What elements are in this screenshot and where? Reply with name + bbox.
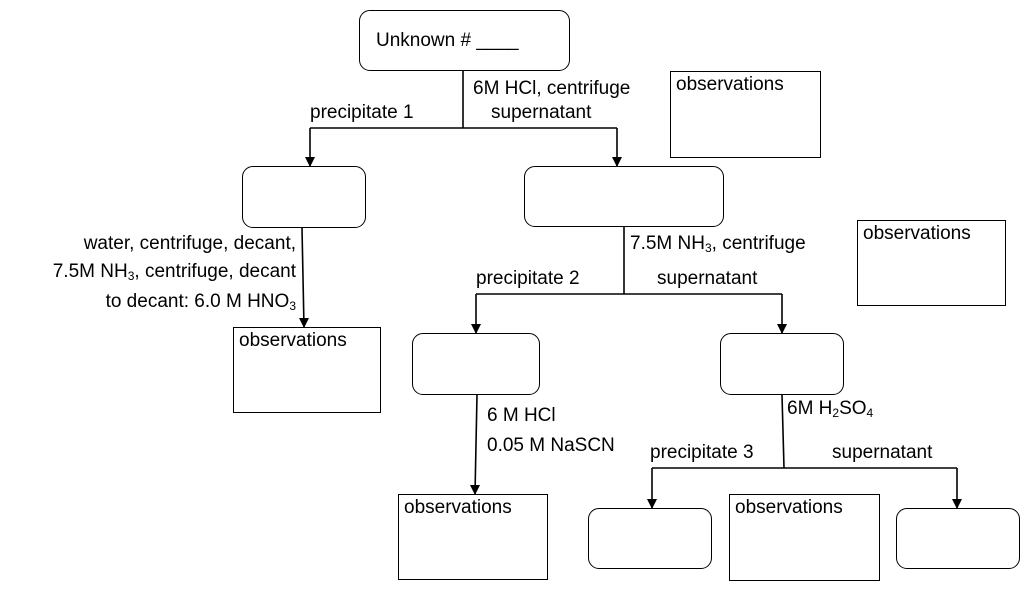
branch-precipitate-3: precipitate 3 bbox=[650, 442, 754, 463]
arrow-left-observations bbox=[299, 227, 309, 328]
branch-supernatant-3: supernatant bbox=[832, 442, 933, 463]
arrow-nascn-observations bbox=[470, 394, 480, 495]
supernatant-1-box bbox=[524, 166, 724, 227]
step-hcl-6m: 6 M HCl bbox=[487, 405, 556, 426]
branch-supernatant-2: supernatant bbox=[657, 268, 758, 289]
unknown-label: Unknown # ____ bbox=[376, 30, 519, 51]
unknown-box: Unknown # ____ bbox=[359, 10, 570, 71]
branch-precipitate-1: precipitate 1 bbox=[310, 102, 414, 123]
branch-supernatant-1: supernatant bbox=[491, 102, 592, 123]
observations-box-5: observations bbox=[729, 494, 880, 581]
step-nh3-centrifuge: 7.5M NH3, centrifuge bbox=[630, 233, 806, 255]
step-nascn: 0.05 M NaSCN bbox=[487, 435, 615, 456]
observations-box-3: observations bbox=[233, 327, 381, 413]
observations-label-1: observations bbox=[676, 74, 784, 95]
observations-box-1: observations bbox=[670, 71, 821, 158]
step-h2so4: 6M H2SO4 bbox=[787, 398, 874, 420]
step-left-line-3: to decant: 6.0 M HNO3 bbox=[105, 291, 296, 313]
precipitate-3-box bbox=[588, 508, 712, 569]
precipitate-2-box bbox=[412, 333, 540, 395]
branch-precipitate-2: precipitate 2 bbox=[476, 268, 580, 289]
observations-label-5: observations bbox=[735, 497, 843, 518]
step-left-line-1: water, centrifuge, decant, bbox=[83, 233, 296, 254]
step-hcl-centrifuge: 6M HCl, centrifuge bbox=[473, 78, 631, 99]
stem-line-3 bbox=[781, 394, 785, 469]
observations-label-2: observations bbox=[863, 223, 971, 244]
observations-label-4: observations bbox=[404, 497, 512, 518]
observations-box-4: observations bbox=[398, 494, 548, 580]
supernatant-2-box bbox=[720, 333, 844, 395]
observations-box-2: observations bbox=[857, 220, 1006, 306]
observations-label-3: observations bbox=[239, 330, 347, 351]
precipitate-1-box bbox=[242, 166, 366, 228]
step-left-line-2: 7.5M NH3, centrifuge, decant bbox=[52, 261, 296, 283]
supernatant-3-box bbox=[896, 508, 1020, 569]
